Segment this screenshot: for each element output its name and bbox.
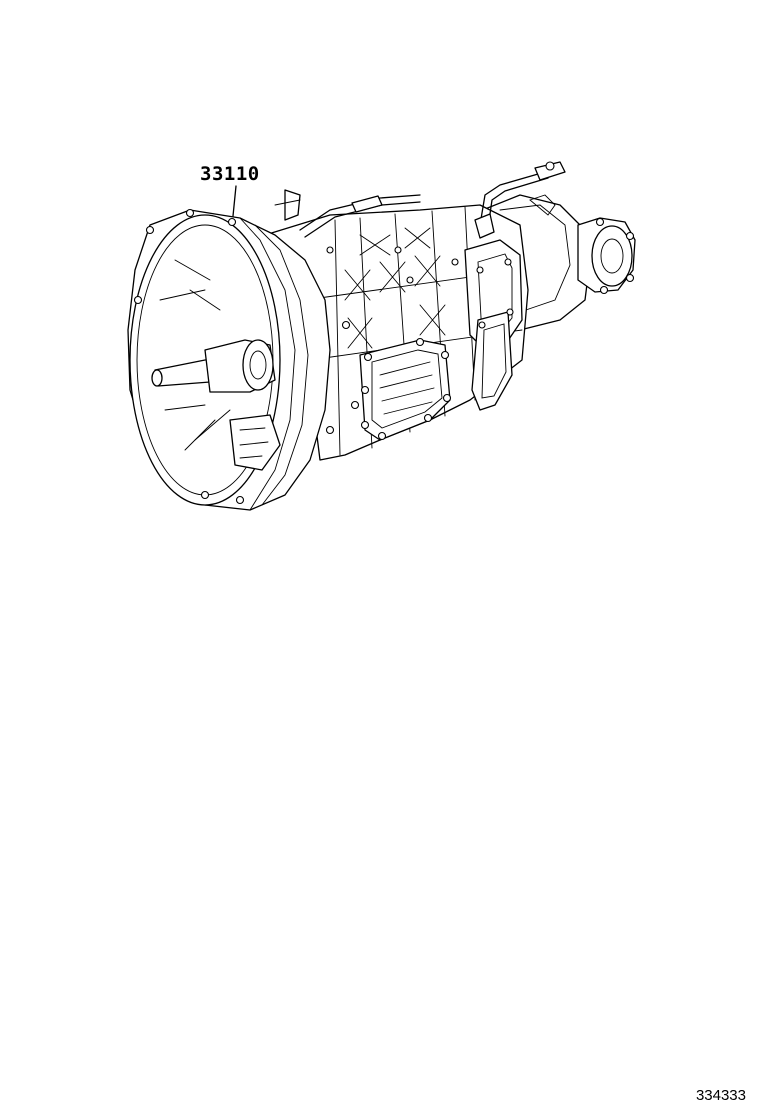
part-number-callout: 33110	[200, 163, 260, 185]
bell-housing	[127, 208, 331, 511]
diagram-reference-number: 334333	[695, 1087, 746, 1104]
main-gear-case	[264, 204, 529, 461]
sensor-wiring	[274, 161, 566, 239]
